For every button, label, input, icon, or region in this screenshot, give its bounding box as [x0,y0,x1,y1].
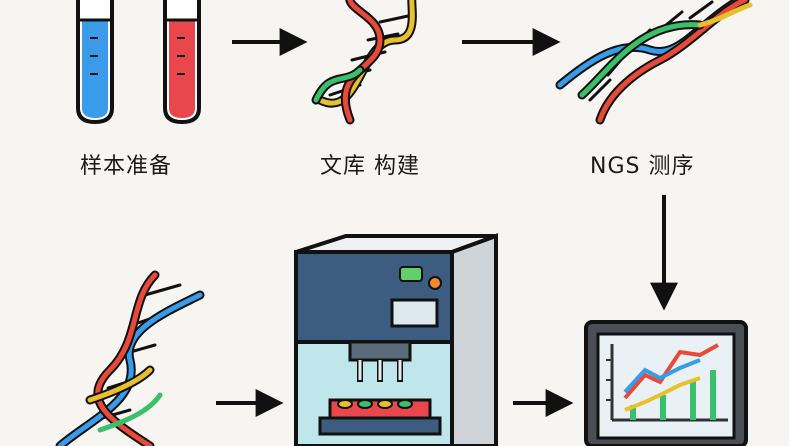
step-label-library-build: 文库 构建 [320,154,420,179]
test-tube-icon-red [163,0,201,125]
step-label-ngs: NGS 测序 [590,154,695,179]
test-tube-icon-blue [76,0,114,125]
monitor-chart-icon [584,320,748,446]
dna-helix-icon [555,0,753,125]
dna-helix-icon [311,0,417,125]
dna-helix-icon [55,270,205,446]
step-label-sample-prep: 样本准备 [80,154,173,179]
sequencer-machine-icon [294,233,498,446]
